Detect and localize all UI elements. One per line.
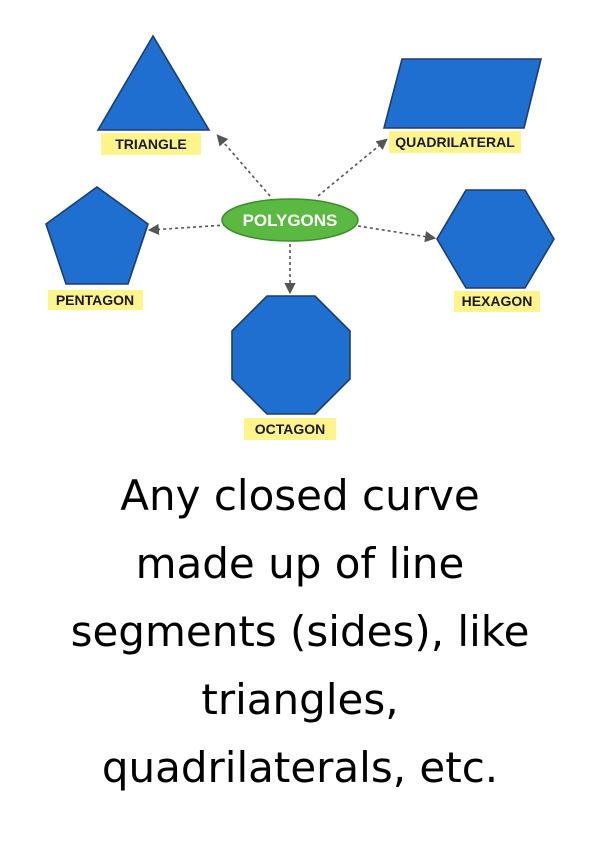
octagon-label-box xyxy=(244,418,336,440)
definition-caption: Any closed curve made up of line segment… xyxy=(20,462,580,802)
polygons-hub-label: POLYGONS xyxy=(243,211,338,230)
caption-line: Any closed curve xyxy=(120,471,480,520)
arrow-to-triangle xyxy=(216,134,271,197)
quadrilateral-label: QUADRILATERAL xyxy=(395,134,515,150)
quadrilateral-label-box xyxy=(389,131,521,153)
caption-line: segments (sides), like xyxy=(70,607,530,656)
caption-line: made up of line xyxy=(135,539,465,588)
caption-line: triangles, xyxy=(201,675,399,724)
polygons-hub xyxy=(221,198,359,242)
pentagon-label-box xyxy=(48,290,143,310)
caption-line: quadrilaterals, etc. xyxy=(101,743,499,792)
triangle-label: TRIANGLE xyxy=(115,136,187,152)
polygons-diagram: TRIANGLE QUADRILATERAL PENTAGON HEXAGON … xyxy=(45,34,555,440)
arrow-to-hexagon xyxy=(357,225,437,243)
triangle-label-box xyxy=(101,133,201,155)
octagon-label: OCTAGON xyxy=(255,421,326,437)
hexagon-label-box xyxy=(454,291,540,312)
hexagon-shape xyxy=(436,189,555,289)
octagon-shape xyxy=(231,295,351,415)
triangle-shape xyxy=(96,34,211,131)
arrow-to-pentagon xyxy=(147,223,227,235)
hexagon-label: HEXAGON xyxy=(462,293,533,309)
arrow-to-quadrilateral xyxy=(317,138,388,197)
pentagon-label: PENTAGON xyxy=(56,292,134,308)
quadrilateral-shape xyxy=(382,58,543,129)
pentagon-shape xyxy=(45,186,149,285)
